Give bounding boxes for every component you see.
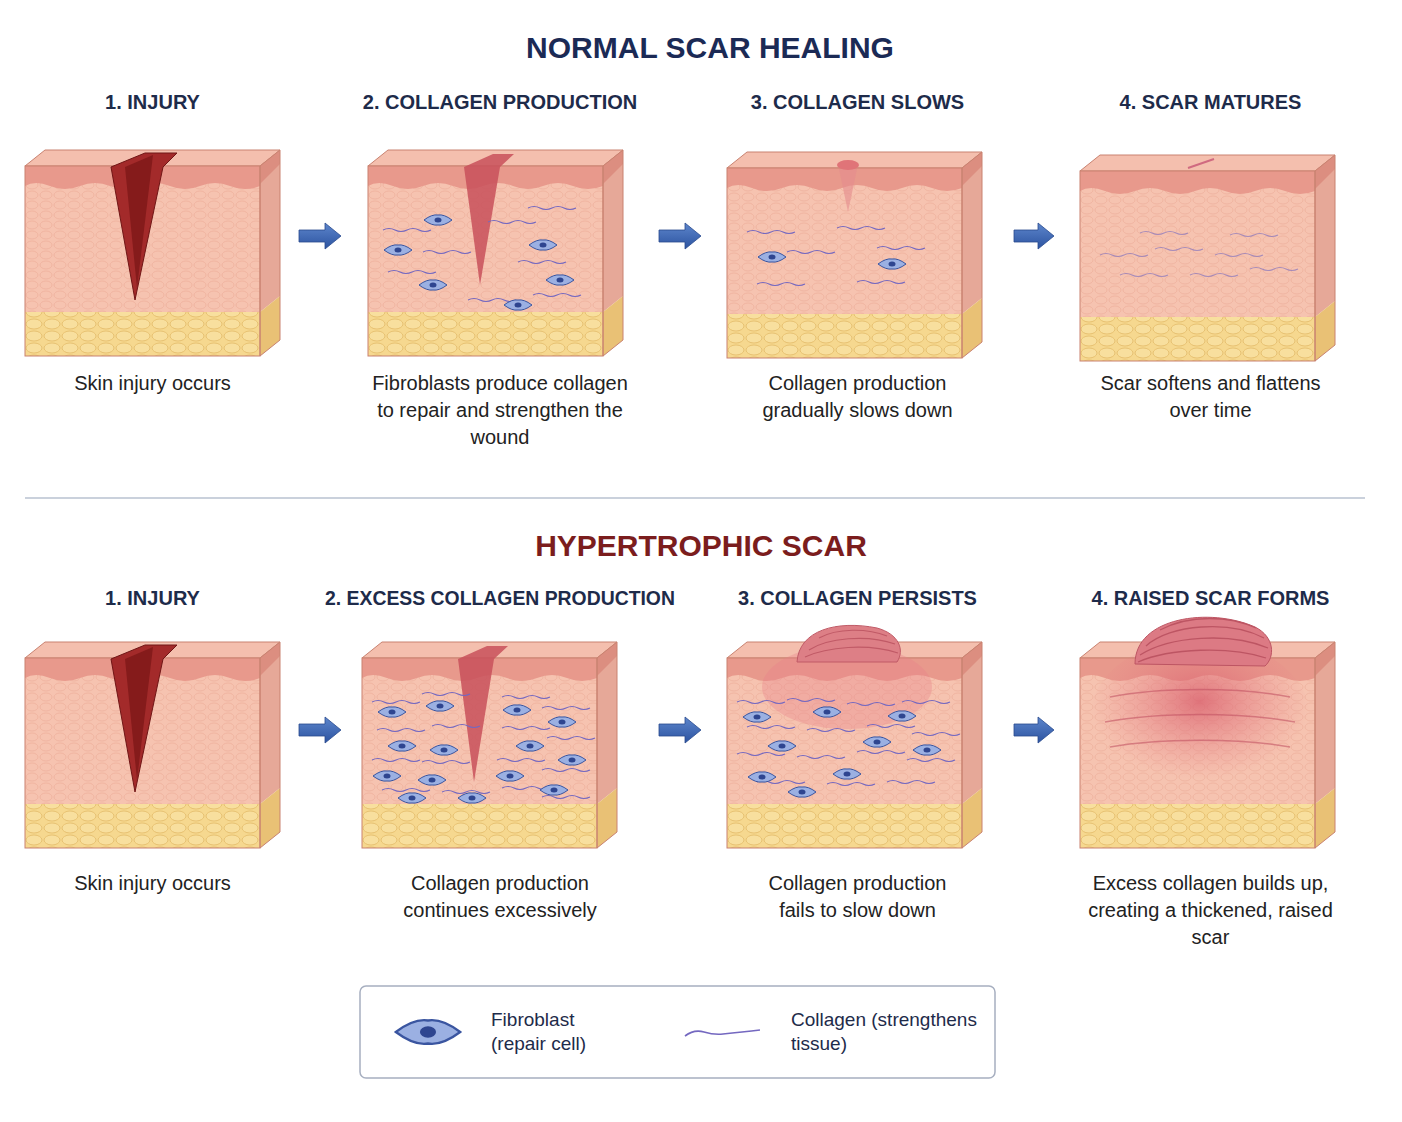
- step-panel: 4. RAISED SCAR FORMS Excess collagen buil…: [1068, 584, 1353, 951]
- skin-block: [25, 642, 280, 848]
- step-panel: 2. EXCESS COLLAGEN PRODUCTIONCollagen pr…: [355, 584, 645, 924]
- legend-frame: [360, 986, 995, 1078]
- step-panel: 3. COLLAGEN SLOWS Collagen production gra…: [715, 88, 1000, 424]
- skin-block: [1080, 155, 1335, 361]
- step-panel: 3. COLLAGEN PERSISTS Collagen production …: [715, 584, 1000, 924]
- step-caption: Skin injury occurs: [33, 870, 273, 897]
- skin-block: [368, 150, 623, 356]
- step-heading: 2. COLLAGEN PRODUCTION: [363, 88, 637, 116]
- step-panel: 2. COLLAGEN PRODUCTION Fibroblasts produc…: [355, 88, 645, 451]
- skin-block: [1080, 617, 1335, 848]
- step-heading: 1. INJURY: [105, 584, 200, 612]
- flow-arrow: [299, 223, 341, 249]
- skin-block: [25, 150, 280, 356]
- step-caption: Collagen production continues excessivel…: [393, 870, 608, 924]
- legend-text: Collagen (strengthens tissue): [791, 1008, 979, 1056]
- step-heading: 1. INJURY: [105, 88, 200, 116]
- section-divider: [25, 497, 1365, 499]
- step-caption: Collagen production fails to slow down: [750, 870, 965, 924]
- skin-block: [362, 642, 617, 848]
- flow-arrow: [659, 717, 701, 743]
- step-heading: 3. COLLAGEN PERSISTS: [738, 584, 977, 612]
- step-panel: 1. INJURY Skin injury occurs: [20, 88, 285, 397]
- section-title: NORMAL SCAR HEALING: [310, 29, 1110, 67]
- step-heading: 3. COLLAGEN SLOWS: [751, 88, 964, 116]
- step-heading: 4. SCAR MATURES: [1120, 88, 1302, 116]
- step-caption: Scar softens and flattens over time: [1086, 370, 1336, 424]
- legend-text: Fibroblast (repair cell): [491, 1008, 611, 1056]
- flow-arrow: [299, 717, 341, 743]
- flow-arrow: [1014, 223, 1054, 249]
- step-caption: Fibroblasts produce collagen to repair a…: [363, 370, 638, 451]
- step-caption: Excess collagen builds up, creating a th…: [1086, 870, 1336, 951]
- flow-arrow: [659, 223, 701, 249]
- step-heading: 4. RAISED SCAR FORMS: [1092, 584, 1330, 612]
- step-panel: 1. INJURY Skin injury occurs: [20, 584, 285, 897]
- step-heading: 2. EXCESS COLLAGEN PRODUCTION: [325, 584, 675, 612]
- step-caption: Collagen production gradually slows down: [750, 370, 965, 424]
- step-panel: 4. SCAR MATURES Scar softens and flattens…: [1068, 88, 1353, 424]
- skin-block: [727, 625, 982, 848]
- section-title: HYPERTROPHIC SCAR: [301, 527, 1101, 565]
- step-caption: Skin injury occurs: [33, 370, 273, 397]
- skin-block: [727, 152, 982, 358]
- flow-arrow: [1014, 717, 1054, 743]
